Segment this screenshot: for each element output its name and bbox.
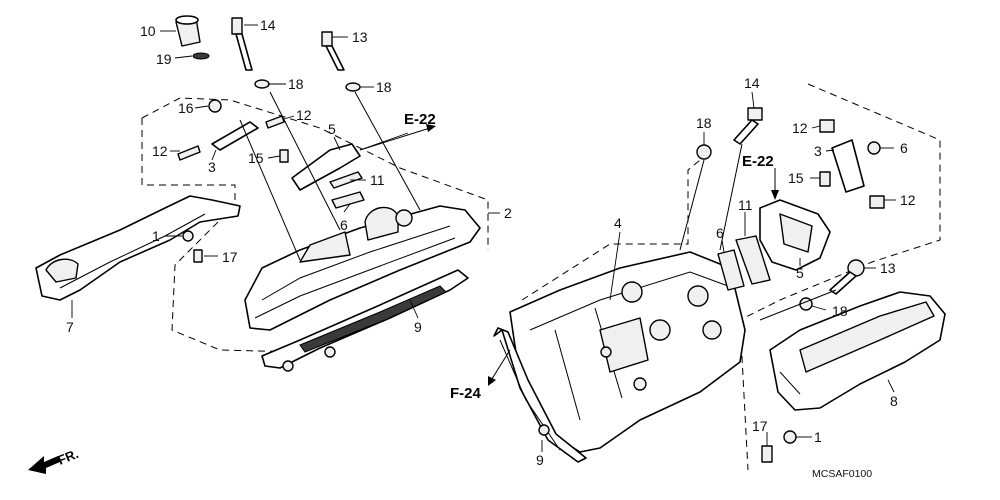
- part-label-3-left: 3: [208, 159, 216, 175]
- part-label-12-d: 12: [900, 192, 916, 208]
- nut-1-right: [783, 430, 797, 444]
- breather-cover-5-right: [759, 199, 831, 271]
- gasket-12-b: [265, 115, 285, 129]
- left-assembly-boundary: [141, 118, 301, 353]
- part-label-3-right: 3: [814, 143, 822, 159]
- part-label-6-right: 6: [900, 140, 908, 156]
- right-bank-assembly: HONDA: [493, 83, 946, 471]
- head-cover-right: [509, 251, 746, 453]
- left-bank-assembly: [35, 15, 500, 372]
- reference-e22-right-text: E-22: [742, 153, 774, 170]
- part-label-7: 7: [66, 319, 74, 335]
- part-label-4: 4: [614, 215, 622, 231]
- bolt-15-left: [279, 149, 289, 163]
- bracket-3-right: [831, 139, 865, 193]
- right-assembly-boundary: [521, 159, 701, 301]
- washer-1-left: [182, 230, 194, 242]
- diagram-code: MCSAF0100: [812, 468, 872, 480]
- part-label-1-left: 1: [152, 228, 160, 244]
- part-label-18-a: 18: [288, 76, 304, 92]
- part-label-2: 2: [504, 205, 512, 221]
- bolt-13-right: [829, 259, 865, 295]
- reference-e22-left-text: E-22: [404, 111, 436, 128]
- breather-cover-5-left: [291, 143, 361, 191]
- part-label-14-right: 14: [744, 75, 760, 91]
- part-label-12-c: 12: [792, 120, 808, 136]
- part-label-6-center: 6: [716, 225, 724, 241]
- part-label-5-right: 5: [796, 265, 804, 281]
- part-label-19: 19: [156, 51, 172, 67]
- gasket-right: [493, 327, 587, 463]
- leader-lines-left: [71, 24, 500, 319]
- gasket-left: [261, 269, 469, 372]
- part-label-1-right: 1: [814, 429, 822, 445]
- seal-11-right: [735, 235, 771, 285]
- front-direction-label: FR.: [56, 446, 81, 468]
- plate-6-right: [717, 249, 745, 291]
- engine-cover-right: HONDA: [769, 291, 946, 411]
- right-assembly-boundary-right: [739, 83, 941, 321]
- grommet-12-d: [869, 195, 885, 209]
- part-label-17-left: 17: [222, 249, 238, 265]
- part-label-9-right: 9: [536, 452, 544, 468]
- plate-6-left: [331, 191, 365, 209]
- reference-arrow-e22-left: E-22: [359, 111, 436, 151]
- gasket-12-a: [177, 145, 201, 161]
- part-label-6-left: 6: [340, 217, 348, 233]
- part-label-18-c: 18: [696, 115, 712, 131]
- part-label-15-right: 15: [788, 170, 804, 186]
- part-label-11-right: 11: [738, 197, 753, 213]
- part-label-5-left: 5: [328, 121, 336, 137]
- part-label-11-left: 11: [370, 172, 385, 188]
- part-label-16: 16: [178, 100, 194, 116]
- bracket-3-left: [211, 121, 259, 151]
- bolt-14-right: [733, 107, 763, 145]
- front-direction-indicator: FR.: [28, 446, 81, 474]
- part-label-8: 8: [890, 393, 898, 409]
- left-assembly-boundary-top: [141, 97, 489, 250]
- part-label-14-left: 14: [260, 17, 276, 33]
- part-label-12-a: 12: [152, 143, 168, 159]
- front-arrow-icon: [28, 456, 60, 474]
- reference-arrow-f24: F-24: [450, 349, 511, 402]
- part-label-15-left: 15: [248, 150, 264, 166]
- bolt-16: [208, 99, 222, 113]
- reference-f24-text: F-24: [450, 385, 482, 402]
- reference-arrow-e22-right: E-22: [742, 153, 779, 200]
- ignition-coil-cover-left: [35, 195, 241, 301]
- oil-filler-cap: [175, 15, 201, 47]
- seal-11-left: [329, 171, 363, 189]
- bolt-17-right: [761, 445, 773, 463]
- part-label-13-right: 13: [880, 260, 896, 276]
- washer-18-a: [254, 79, 270, 89]
- part-label-18-d: 18: [832, 303, 848, 319]
- part-label-18-b: 18: [376, 79, 392, 95]
- bolt-15-right: [819, 171, 831, 187]
- head-cover-left: [244, 205, 481, 331]
- part-label-13-left: 13: [352, 29, 368, 45]
- grommet-12-c: [819, 119, 835, 133]
- part-label-12-b: 12: [296, 107, 312, 123]
- leader-lines-right: [541, 91, 896, 452]
- bolt-17-left: [193, 249, 203, 263]
- bolt-13-left: [321, 31, 345, 71]
- part-number-labels: 10 19 14 13 18 18 16 12 12 3 15 5 11 6 2…: [66, 17, 916, 468]
- part-label-9-left: 9: [414, 319, 422, 335]
- bolt-14-left: [231, 17, 253, 71]
- washer-18-b: [345, 82, 361, 92]
- part-label-17-right: 17: [752, 418, 768, 434]
- bolt-6-right: [867, 141, 881, 155]
- nut-18-c: [696, 144, 712, 160]
- part-label-10: 10: [140, 23, 156, 39]
- o-ring-19: [192, 52, 210, 60]
